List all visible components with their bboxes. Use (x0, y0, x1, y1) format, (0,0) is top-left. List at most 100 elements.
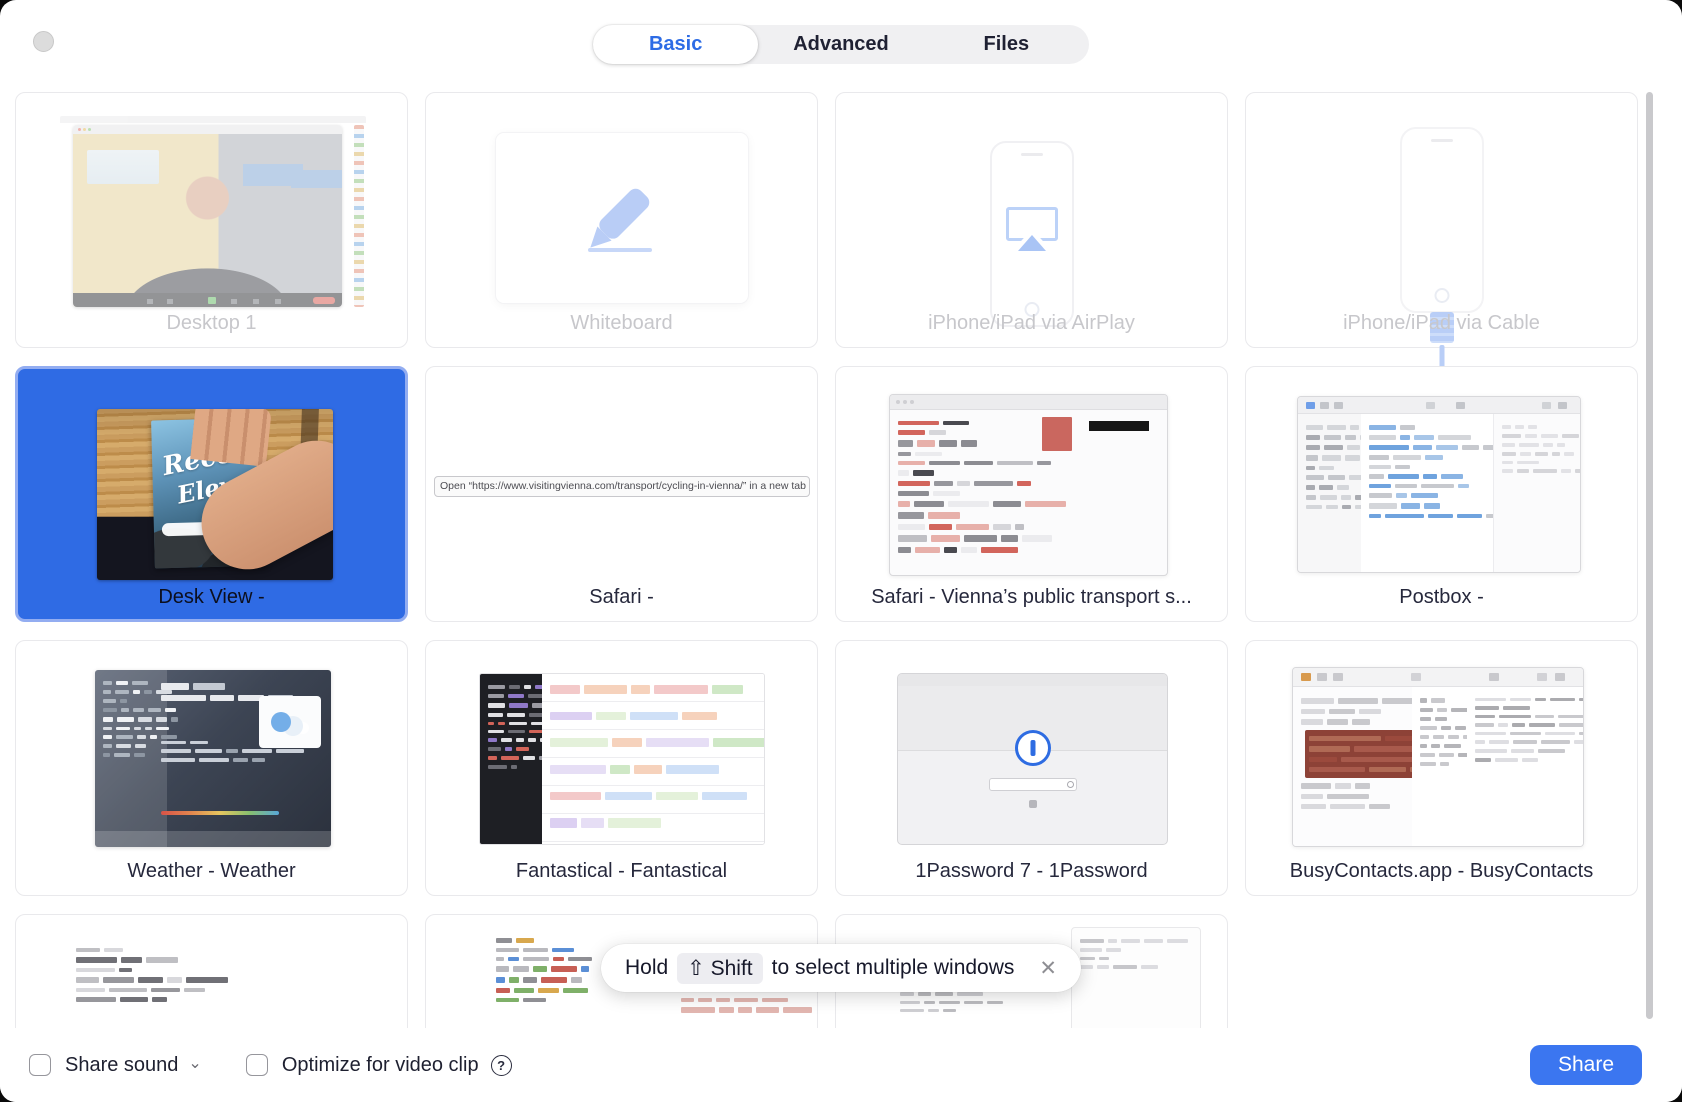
whiteboard-thumbnail (496, 133, 748, 303)
redacted-block (134, 726, 141, 731)
redacted-block (523, 956, 549, 961)
tile-label: Postbox - (1399, 586, 1484, 608)
redacted-block (161, 758, 195, 763)
tile-desktop-1[interactable]: Desktop 1 (15, 92, 408, 348)
redacted-block (948, 501, 989, 508)
tile-safari[interactable]: Open “https://www.visitingvienna.com/tra… (425, 366, 818, 622)
redacted-line (496, 947, 602, 952)
redacted-block (147, 707, 162, 713)
tab-advanced[interactable]: Advanced (793, 33, 889, 55)
redacted-block (550, 685, 580, 694)
optimize-video-label: Optimize for video clip (281, 1053, 479, 1076)
redacted-line (1420, 744, 1474, 749)
tile-label: iPhone/iPad via Cable (1343, 312, 1540, 334)
redacted-line (488, 721, 564, 725)
redacted-block (1354, 782, 1371, 789)
redacted-block (898, 440, 913, 447)
redacted-banner (1089, 421, 1149, 431)
redacted-block (237, 694, 265, 702)
redacted-block (132, 689, 140, 694)
redacted-block (1420, 735, 1430, 740)
chevron-down-icon[interactable]: ⌄ (188, 1055, 202, 1072)
redacted-block (1309, 767, 1365, 772)
redacted-block (1558, 714, 1583, 719)
redacted-block (501, 738, 513, 742)
redacted-block (1475, 731, 1506, 735)
redacted-line (1475, 714, 1583, 719)
redacted-line (898, 523, 1159, 530)
redacted-line (900, 1000, 1003, 1004)
redacted-block (568, 956, 593, 961)
redacted-block (1560, 469, 1571, 473)
tile-iphone-cable[interactable]: iPhone/iPad via Cable (1245, 92, 1638, 391)
tab-basic[interactable]: Basic (593, 25, 759, 64)
redacted-block (104, 948, 123, 953)
tile-postbox[interactable]: Postbox - (1245, 366, 1638, 622)
cloud-card (259, 696, 321, 748)
optimize-video-checkbox[interactable] (245, 1054, 268, 1076)
tile-weather[interactable]: Weather - Weather (15, 640, 408, 896)
redacted-block (1400, 425, 1415, 430)
redacted-block (682, 711, 718, 721)
tile-whiteboard[interactable]: Whiteboard (425, 92, 818, 348)
redacted-line (1475, 706, 1575, 710)
safari-link-tooltip: Open “https://www.visitingvienna.com/tra… (434, 476, 810, 497)
tile-fantastical[interactable]: Fantastical - Fantastical (425, 640, 818, 896)
redacted-block (1113, 964, 1138, 969)
redacted-line (76, 967, 328, 972)
tile-desk-view[interactable]: Reco Elev Desk View - (15, 366, 408, 622)
redacted-block (1502, 452, 1516, 456)
redacted-block (533, 965, 548, 973)
weather-details (161, 736, 304, 767)
redacted-block (1306, 425, 1323, 430)
tile-safari-vienna[interactable]: Safari - Vienna’s public transport s... (835, 366, 1228, 622)
redacted-block (900, 1008, 924, 1013)
mail-list (1361, 414, 1519, 572)
tile-iphone-airplay[interactable]: iPhone/iPad via AirPlay (835, 92, 1228, 348)
redacted-block (496, 997, 520, 1003)
redacted-block (241, 749, 272, 754)
close-icon[interactable]: ✕ (1039, 956, 1058, 980)
redacted-block (132, 707, 144, 713)
redacted-block (1519, 443, 1540, 448)
redacted-line (898, 461, 1159, 466)
tile-busycontacts[interactable]: BusyContacts.app - BusyContacts (1245, 640, 1638, 896)
window-close-button[interactable] (33, 31, 54, 52)
redacted-block (898, 546, 911, 553)
help-icon[interactable]: ? (490, 1054, 512, 1076)
share-sound-label: Share sound (65, 1053, 179, 1076)
toast-text-suffix: to select multiple windows (771, 956, 1015, 979)
contact-detail-pane (1467, 687, 1583, 846)
share-button[interactable]: Share (1530, 1045, 1642, 1085)
redacted-block (917, 992, 932, 996)
fantastical-window-thumbnail (479, 673, 765, 845)
redacted-block (528, 694, 546, 699)
multi-select-toast: Hold ⇧ Shift to select multiple windows … (600, 944, 1082, 992)
redacted-block (716, 998, 730, 1003)
share-sound-checkbox[interactable] (29, 1054, 51, 1076)
redacted-block (1385, 735, 1423, 742)
redacted-block (1369, 455, 1389, 460)
redacted-block (1489, 739, 1510, 745)
redacted-block (1306, 475, 1325, 480)
redacted-block (1306, 445, 1320, 451)
redacted-block (1345, 435, 1356, 440)
tile-1password[interactable]: 1Password 7 - 1Password (835, 640, 1228, 896)
redacted-block (184, 987, 205, 993)
redacted-block (1327, 719, 1348, 725)
redacted-block (681, 1007, 715, 1013)
tab-files[interactable]: Files (983, 33, 1030, 55)
redacted-block (1344, 455, 1361, 461)
redacted-block (137, 976, 163, 983)
temperature-gradient-bar (161, 811, 279, 815)
safari-window-thumbnail (889, 394, 1168, 576)
cable-connector-icon (1429, 312, 1454, 343)
redacted-block (898, 512, 924, 519)
redacted-block (103, 689, 112, 694)
scrollbar[interactable] (1646, 92, 1653, 1019)
redacted-block (1578, 698, 1583, 702)
redacted-block (1420, 753, 1435, 758)
redacted-block (1338, 698, 1378, 704)
redacted-block (541, 977, 568, 984)
phone-home-button (1024, 302, 1039, 317)
